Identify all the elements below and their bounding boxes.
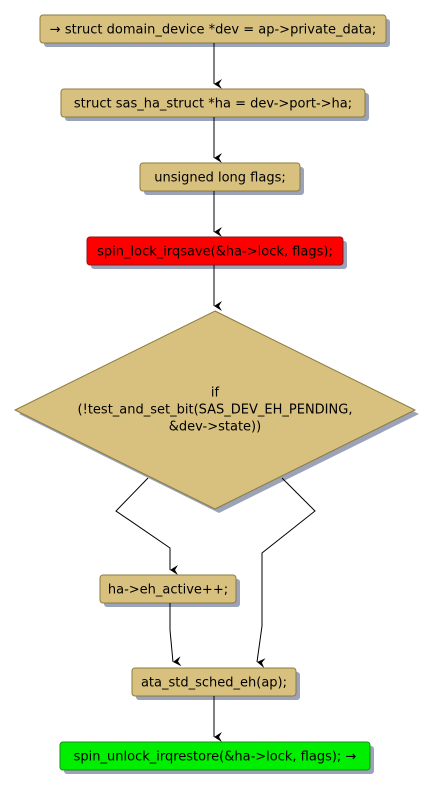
node-decl-flags: unsigned long flags;	[139, 162, 304, 195]
edge-condition-false	[256, 477, 316, 669]
node-assign-ha-label: struct sas_ha_struct *ha = dev->port->ha…	[74, 97, 352, 112]
condition-line-1: if	[211, 386, 220, 401]
edge-condition-true	[115, 477, 178, 575]
node-decl-flags-label: unsigned long flags;	[154, 171, 286, 186]
node-unlock: spin_unlock_irqrestore(&ha->lock, flags)…	[59, 741, 374, 774]
condition-line-3: &dev->state))	[169, 420, 261, 435]
node-condition: if (!test_and_set_bit(SAS_DEV_EH_PENDING…	[13, 310, 419, 513]
node-unlock-label: spin_unlock_irqrestore(&ha->lock, flags)…	[74, 750, 357, 765]
node-sched-eh: ata_std_sched_eh(ap);	[131, 667, 300, 700]
node-eh-active: ha->eh_active++;	[99, 574, 240, 607]
node-lock: spin_lock_irqsave(&ha->lock, flags);	[86, 236, 347, 269]
condition-line-2: (!test_and_set_bit(SAS_DEV_EH_PENDING,	[78, 403, 353, 418]
node-sched-eh-label: ata_std_sched_eh(ap);	[141, 676, 287, 691]
node-assign-ha: struct sas_ha_struct *ha = dev->port->ha…	[60, 88, 369, 121]
node-lock-label: spin_lock_irqsave(&ha->lock, flags);	[97, 245, 333, 260]
node-assign-dev-label: → struct domain_device *dev = ap->privat…	[50, 23, 376, 38]
node-eh-active-label: ha->eh_active++;	[108, 583, 228, 598]
edge-5	[169, 603, 182, 667]
node-assign-dev: → struct domain_device *dev = ap->privat…	[39, 14, 390, 47]
